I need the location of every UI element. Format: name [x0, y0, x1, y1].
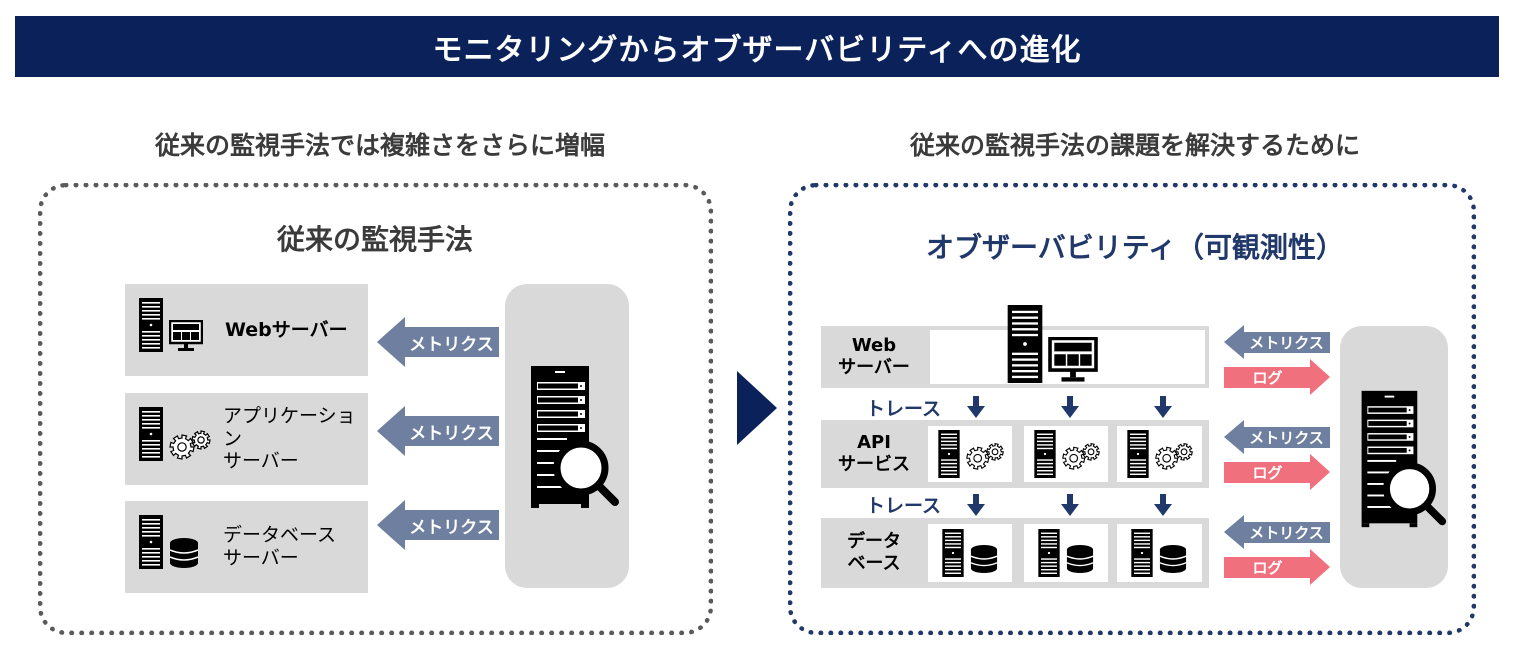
monitoring-server-magnifier-icon: [531, 366, 619, 508]
metrics-arrow-label: メトリクス: [1243, 332, 1330, 353]
metrics-arrow-label: メトリクス: [1243, 427, 1330, 448]
title-bar: モニタリングからオブザーバビリティへの進化: [15, 16, 1499, 77]
trace-arrow-down-icon: [1061, 494, 1079, 516]
db-server-label-line1: データベース: [223, 524, 337, 547]
layer-label-line2: サービス: [838, 454, 910, 475]
telemetry-arrows-db: メトリクス ログ: [1224, 515, 1330, 585]
api-service-cell: [1117, 426, 1202, 482]
web-server-row: Webサーバー: [125, 284, 368, 376]
log-arrow: ログ: [1224, 359, 1330, 395]
server-tower-icon: [1034, 430, 1056, 478]
web-server-label: Webサーバー: [225, 318, 348, 341]
server-tower-icon: [1038, 529, 1060, 577]
database-cell: [928, 524, 1012, 582]
monitoring-server-magnifier-icon: [1361, 390, 1447, 528]
trace-label: トレース: [866, 495, 942, 517]
metrics-arrow-label: メトリクス: [404, 510, 499, 540]
app-server-label: アプリケーション サーバー: [223, 393, 368, 485]
chevron-right-icon: [737, 371, 777, 445]
db-server-label-line2: サーバー: [223, 547, 299, 569]
metrics-arrow: メトリクス: [377, 500, 499, 550]
metrics-arrow: メトリクス: [377, 317, 499, 367]
database-layer: データベース: [821, 518, 1209, 588]
traditional-monitoring-title: 従来の監視手法: [276, 223, 473, 256]
database-icon: [970, 545, 998, 573]
observability-tool-panel: [1340, 326, 1448, 588]
left-subheading: 従来の監視手法では複雑さをさらに増幅: [154, 131, 605, 160]
monitor-icon: [1048, 337, 1098, 382]
metrics-arrow: メトリクス: [377, 406, 499, 456]
db-server-label: データベース サーバー: [223, 501, 336, 593]
server-tower-icon: [938, 430, 960, 478]
gears-icon: [1062, 442, 1100, 470]
database-icon: [1159, 545, 1187, 573]
database-cell: [1117, 524, 1202, 582]
gears-icon: [1155, 442, 1193, 470]
layer-label-line1: API: [857, 432, 891, 454]
server-tower-icon: [942, 529, 964, 577]
telemetry-arrows-api: メトリクス ログ: [1224, 420, 1330, 490]
app-server-label-line1: アプリケーション: [223, 404, 356, 450]
api-service-cell: [928, 426, 1012, 482]
layer-label-line1: データ: [847, 531, 901, 553]
log-arrow: ログ: [1224, 454, 1330, 490]
layer-label-line2: ベース: [847, 553, 901, 574]
telemetry-arrows-web: メトリクス ログ: [1224, 325, 1330, 395]
app-server-label-line2: サーバー: [223, 450, 299, 473]
metrics-arrow: メトリクス: [1224, 420, 1330, 454]
metrics-arrow: メトリクス: [1224, 515, 1330, 549]
log-arrow-label: ログ: [1224, 462, 1311, 483]
page-title: モニタリングからオブザーバビリティへの進化: [432, 32, 1082, 68]
log-arrow: ログ: [1224, 549, 1330, 585]
server-tower-icon: [139, 515, 163, 569]
trace-arrow-down-icon: [1154, 396, 1172, 418]
server-tower-icon: [1007, 305, 1043, 383]
metrics-arrow: メトリクス: [1224, 325, 1330, 359]
gears-icon: [966, 442, 1004, 470]
api-service-cell: [1024, 426, 1108, 482]
trace-label: トレース: [866, 398, 942, 420]
gears-icon: [169, 430, 211, 460]
database-layer-label: データベース: [821, 518, 927, 588]
monitoring-tool-panel: [505, 284, 629, 588]
monitor-icon: [169, 320, 203, 351]
metrics-arrow-label: メトリクス: [1243, 522, 1330, 543]
server-tower-icon: [139, 298, 163, 352]
log-arrow-label: ログ: [1224, 557, 1311, 578]
trace-arrow-down-icon: [1061, 396, 1079, 418]
trace-arrow-down-icon: [967, 396, 985, 418]
db-server-row: データベース サーバー: [125, 501, 368, 593]
layer-label-line2: サーバー: [838, 357, 910, 378]
app-server-row: アプリケーション サーバー: [125, 393, 368, 485]
server-tower-icon: [139, 407, 163, 461]
server-tower-icon: [1131, 529, 1153, 577]
database-icon: [1066, 545, 1094, 573]
server-tower-icon: [1127, 430, 1149, 478]
trace-arrow-down-icon: [1154, 494, 1172, 516]
database-icon: [169, 538, 199, 568]
database-cell: [1024, 524, 1108, 582]
traditional-monitoring-panel: [38, 183, 713, 635]
metrics-arrow-label: メトリクス: [404, 327, 499, 357]
observability-title: オブザーバビリティ（可観測性）: [925, 231, 1345, 264]
observability-panel: [788, 183, 1476, 635]
right-subheading: 従来の監視手法の課題を解決するために: [909, 131, 1360, 160]
log-arrow-label: ログ: [1224, 367, 1311, 388]
trace-arrow-down-icon: [967, 494, 985, 516]
layer-label-line1: Web: [851, 335, 897, 357]
metrics-arrow-label: メトリクス: [404, 416, 499, 446]
